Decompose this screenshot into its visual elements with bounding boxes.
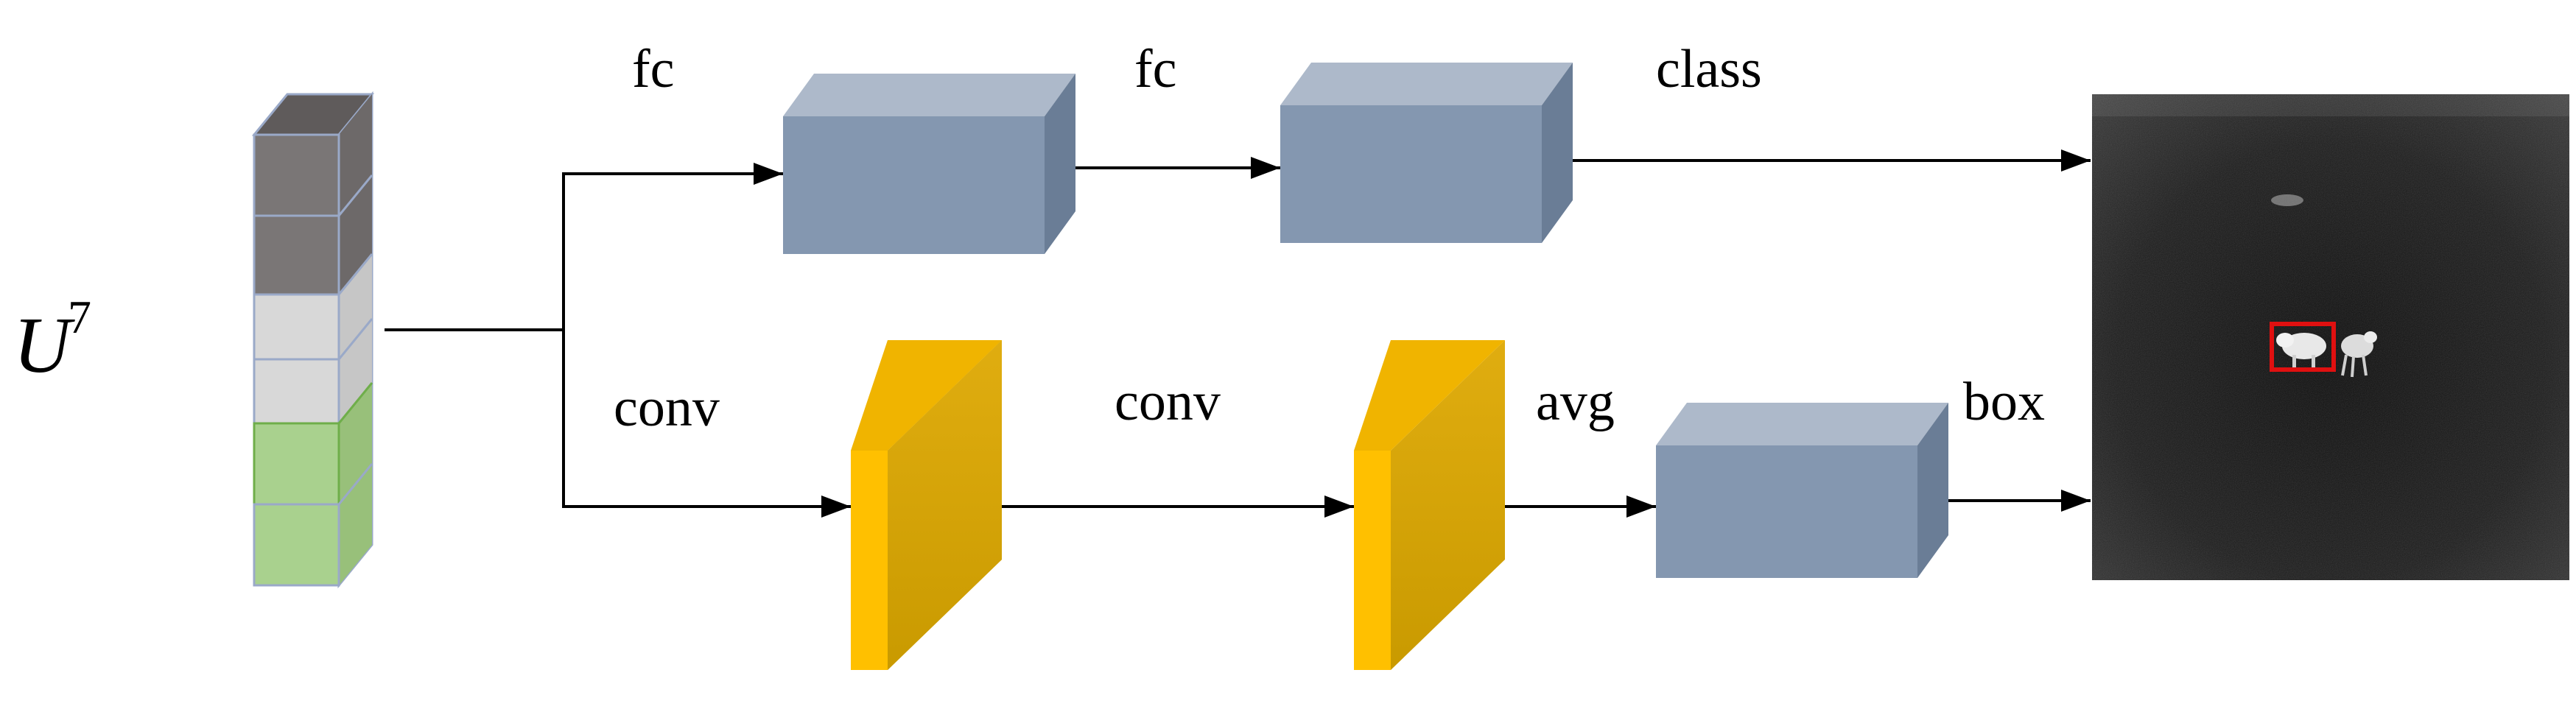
fc-block-1 (783, 74, 1075, 254)
stack-cell-green-1 (253, 422, 340, 506)
stack-cell-green-2 (253, 503, 340, 587)
branch-connector (385, 163, 851, 518)
conv-plate-1 (851, 340, 1002, 670)
detected-animal (2276, 333, 2326, 368)
stack-cell-light-1 (253, 293, 340, 361)
stack-cell-light-2 (253, 358, 340, 425)
input-symbol-superscript: 7 (68, 291, 91, 343)
detection-bounding-box (2270, 322, 2336, 372)
label-fc-1: fc (632, 39, 675, 99)
label-conv-2: conv (1115, 372, 1221, 432)
label-box: box (1963, 372, 2045, 432)
stack-cell-dark-1 (253, 133, 340, 217)
input-symbol-base: U (13, 302, 75, 389)
avg-block (1656, 403, 1948, 578)
label-avg: avg (1536, 372, 1615, 432)
label-conv-1: conv (614, 378, 720, 438)
stack-cell-dark-2 (253, 214, 340, 296)
input-symbol: U 7 (13, 291, 91, 389)
second-animal (2341, 331, 2377, 378)
distant-object (2271, 194, 2303, 206)
fc-block-2 (1280, 63, 1573, 243)
label-class: class (1656, 39, 1762, 99)
output-thermal-image (2092, 94, 2569, 580)
label-fc-2: fc (1134, 39, 1177, 99)
feature-stack (251, 91, 375, 589)
conv-plate-2 (1354, 340, 1505, 670)
